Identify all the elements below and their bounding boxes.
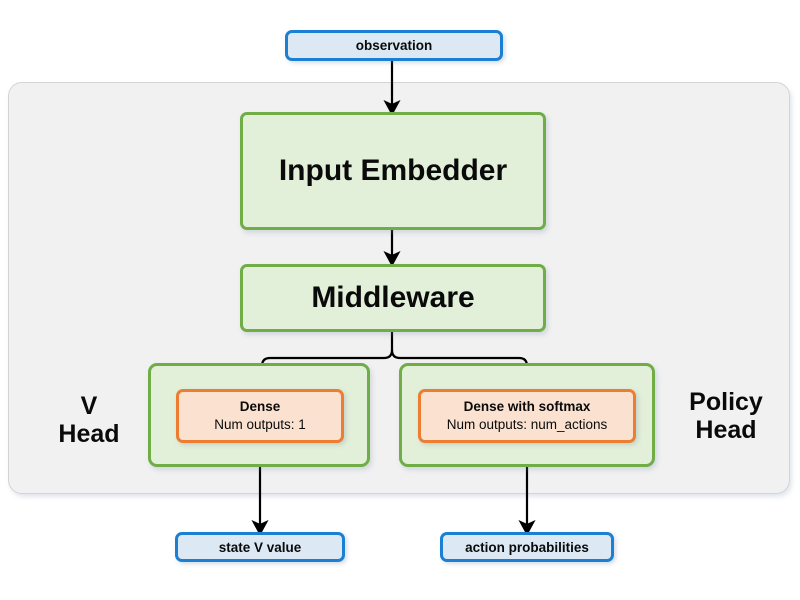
action-probabilities-box[interactable]: action probabilities <box>440 532 614 562</box>
v-head-label-line2: Head <box>58 420 120 448</box>
policy-head-label-line2: Head <box>695 416 757 444</box>
v-head-label-line1: V <box>80 392 98 420</box>
state-v-value-box[interactable]: state V value <box>175 532 345 562</box>
observation-label: observation <box>355 38 433 53</box>
v-head-label: V Head <box>34 385 144 455</box>
policy-head-dense-subtitle: Num outputs: num_actions <box>446 416 608 432</box>
v-head-dense-title: Dense <box>239 398 281 414</box>
input-embedder-label: Input Embedder <box>278 154 508 187</box>
middleware-box[interactable]: Middleware <box>240 264 546 332</box>
policy-head-dense-title: Dense with softmax <box>463 398 591 414</box>
observation-box[interactable]: observation <box>285 30 503 61</box>
policy-head-label-line1: Policy <box>689 388 763 416</box>
middleware-label: Middleware <box>311 281 475 314</box>
input-embedder-box[interactable]: Input Embedder <box>240 112 546 230</box>
v-head-dense-subtitle: Num outputs: 1 <box>214 416 306 432</box>
policy-head-dense-box[interactable]: Dense with softmax Num outputs: num_acti… <box>418 389 636 443</box>
action-probabilities-label: action probabilities <box>465 539 589 555</box>
v-head-dense-box[interactable]: Dense Num outputs: 1 <box>176 389 344 443</box>
policy-head-label: Policy Head <box>662 380 790 452</box>
state-v-value-label: state V value <box>218 539 302 555</box>
